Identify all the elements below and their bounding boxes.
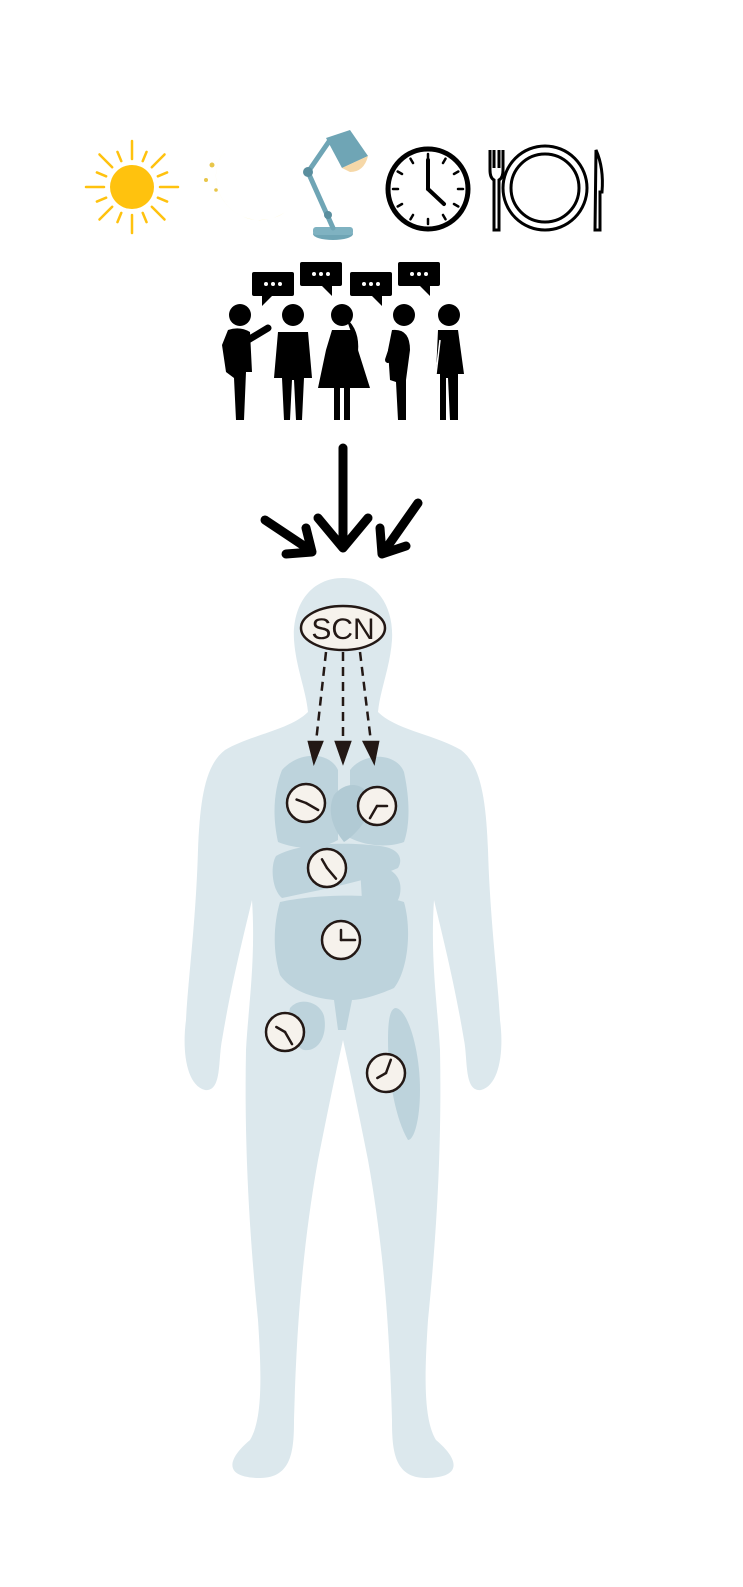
peripheral-clock-lung bbox=[285, 782, 327, 824]
dashed-arrow bbox=[307, 651, 328, 767]
person bbox=[435, 304, 464, 420]
peripheral-clocks bbox=[264, 782, 407, 1094]
clock-hand bbox=[304, 801, 320, 812]
converging-arrows bbox=[260, 443, 423, 559]
intestines bbox=[274, 895, 409, 1030]
speech-bubble bbox=[252, 272, 294, 306]
clock-hand bbox=[275, 1025, 287, 1034]
dashed-arrow bbox=[334, 652, 352, 766]
clock-hand bbox=[320, 858, 329, 870]
sun-icon bbox=[84, 139, 180, 235]
scn-master-clock: SCN bbox=[299, 604, 387, 652]
peripheral-clock-liver bbox=[306, 847, 348, 889]
peripheral-clock-kidney bbox=[264, 1011, 306, 1053]
speech-bubble bbox=[350, 272, 392, 306]
scn-label: SCN bbox=[311, 613, 374, 646]
clock-icon bbox=[385, 146, 471, 232]
clock-hand bbox=[384, 1058, 393, 1075]
human-body bbox=[184, 578, 502, 1478]
person bbox=[318, 304, 370, 420]
peripheral-clock-heart bbox=[356, 785, 398, 827]
arrow-down bbox=[313, 443, 373, 553]
moon-icon bbox=[204, 142, 288, 221]
arrow-down-right bbox=[260, 515, 317, 559]
person bbox=[274, 304, 312, 420]
clock-hand bbox=[283, 1030, 294, 1046]
plate-fork-knife-icon bbox=[488, 144, 604, 232]
talking-people-icon bbox=[222, 262, 464, 420]
peripheral-clock-muscle bbox=[365, 1052, 407, 1094]
clock-hand bbox=[376, 1071, 388, 1080]
person bbox=[222, 304, 272, 420]
dashed-arrow bbox=[358, 651, 380, 766]
speech-bubble bbox=[398, 262, 440, 296]
clock-hand bbox=[295, 798, 308, 805]
person bbox=[385, 304, 415, 420]
arrow-down-left bbox=[375, 498, 423, 559]
scn-signal-arrows bbox=[307, 651, 380, 767]
clock-hand bbox=[368, 804, 379, 820]
desk-lamp-icon bbox=[303, 130, 368, 240]
clock-hand bbox=[325, 866, 338, 880]
peripheral-clock-intestine bbox=[320, 919, 362, 961]
speech-bubble bbox=[300, 262, 342, 296]
